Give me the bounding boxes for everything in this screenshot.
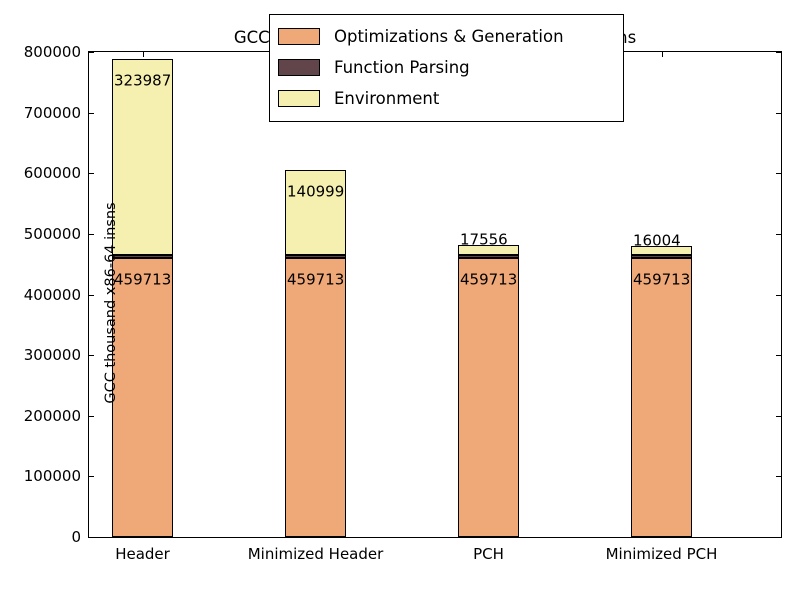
bar-segment-optimizations[interactable] — [631, 258, 692, 537]
bar-group[interactable]: 459713 323987 — [112, 52, 173, 537]
y-tick-mark — [776, 173, 781, 175]
bar-segment-optimizations[interactable] — [112, 258, 173, 537]
plot-area: 0 100000 200000 300000 400000 500000 600000 700… — [24, 43, 782, 563]
x-tick-label: Header — [115, 545, 170, 563]
bar-value-label: 459713 — [633, 270, 691, 289]
bar-value-label: 16004 — [633, 231, 681, 250]
x-tick-label: PCH — [473, 545, 504, 563]
y-tick-mark — [89, 233, 94, 235]
y-tick-mark — [89, 476, 94, 478]
y-tick-mark — [89, 52, 94, 53]
legend-swatch-function-parsing — [278, 59, 320, 76]
bar-segment-optimizations[interactable] — [458, 258, 519, 537]
y-tick-label: 100000 — [23, 467, 81, 486]
y-tick-label: 200000 — [23, 406, 81, 425]
legend-swatch-optimizations — [278, 28, 320, 45]
bar-value-label: 140999 — [287, 182, 345, 201]
bar-value-label: 459713 — [460, 270, 518, 289]
y-tick-mark — [89, 355, 94, 357]
y-tick-mark — [776, 355, 781, 357]
y-tick-mark — [89, 537, 94, 538]
legend-label-function-parsing: Function Parsing — [334, 58, 470, 77]
x-tick-label: Minimized PCH — [605, 545, 718, 563]
y-tick-mark — [776, 476, 781, 478]
y-axis-label: GCC thousand x86-64 insns — [103, 202, 119, 404]
bar-value-label: 459713 — [114, 270, 172, 289]
legend-swatch-environment — [278, 90, 320, 107]
legend-label-optimizations: Optimizations & Generation — [334, 27, 564, 46]
x-tick-mark — [661, 52, 663, 57]
y-tick-label: 500000 — [23, 224, 81, 243]
legend-item-function-parsing[interactable]: Function Parsing — [278, 52, 615, 83]
x-tick-label: Minimized Header — [247, 545, 384, 563]
bar-segment-environment[interactable] — [458, 244, 519, 256]
bar-value-label: 459713 — [287, 270, 345, 289]
legend-item-environment[interactable]: Environment — [278, 83, 615, 114]
bar-segment-function-parsing[interactable] — [458, 255, 519, 259]
y-tick-label: 700000 — [23, 103, 81, 122]
y-tick-mark — [776, 537, 781, 538]
bar-segment-environment[interactable] — [631, 245, 692, 256]
bar-group[interactable]: 459713 16004 — [631, 52, 692, 537]
y-tick-label: 600000 — [23, 164, 81, 183]
x-tick-mark — [142, 52, 144, 57]
legend-label-environment: Environment — [334, 89, 440, 108]
y-tick-mark — [776, 233, 781, 235]
bar-segment-function-parsing[interactable] — [631, 255, 692, 259]
y-tick-label: 800000 — [23, 43, 81, 61]
y-tick-mark — [89, 112, 94, 114]
bar-segment-function-parsing[interactable] — [285, 255, 346, 259]
y-tick-mark — [89, 294, 94, 296]
y-tick-mark — [776, 415, 781, 417]
bar-value-label: 323987 — [114, 71, 172, 90]
y-tick-mark — [776, 112, 781, 114]
y-tick-mark — [776, 294, 781, 296]
bar-segment-function-parsing[interactable] — [112, 255, 173, 259]
bar-value-label: 17556 — [460, 230, 508, 249]
legend-item-optimizations[interactable]: Optimizations & Generation — [278, 21, 615, 52]
bar-group[interactable]: 459713 17556 — [458, 52, 519, 537]
bar-segment-optimizations[interactable] — [285, 258, 346, 537]
y-tick-mark — [89, 415, 94, 417]
chart-legend: Optimizations & Generation Function Pars… — [269, 14, 624, 122]
y-tick-label: 0 — [71, 528, 81, 546]
bar-segment-environment[interactable] — [112, 58, 173, 256]
y-tick-label: 400000 — [23, 285, 81, 304]
y-tick-mark — [89, 173, 94, 175]
bar-group[interactable]: 459713 140999 — [285, 52, 346, 537]
y-tick-label: 300000 — [23, 346, 81, 365]
y-tick-mark — [776, 52, 781, 53]
bar-segment-environment[interactable] — [285, 169, 346, 256]
